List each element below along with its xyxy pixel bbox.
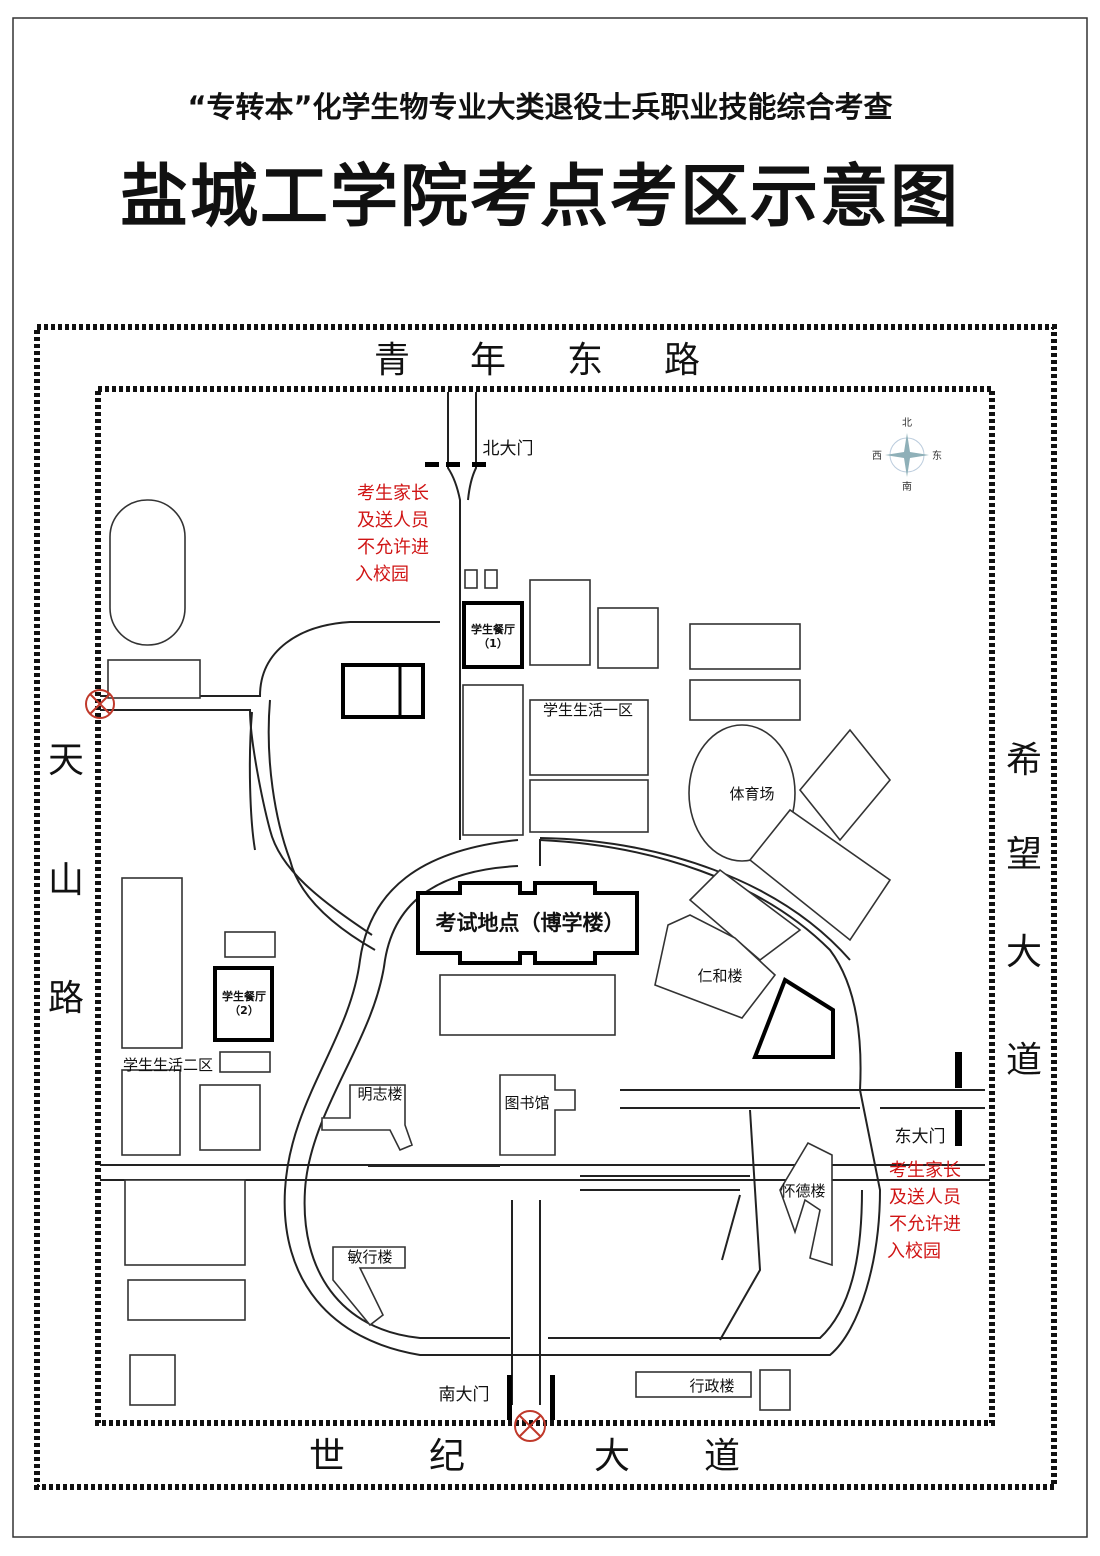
svg-text:（2）: （2） — [229, 1004, 259, 1017]
svg-text:北: 北 — [902, 417, 912, 429]
svg-text:仁和楼: 仁和楼 — [697, 967, 742, 985]
page-border — [12, 17, 1088, 1538]
building-east-bold — [752, 977, 835, 1059]
canteen-1: 学生餐厅 （1） — [462, 601, 524, 669]
stadium-label: 体育场 — [729, 785, 774, 803]
road-shiji-avenue: 世 纪 大 道 — [309, 1436, 740, 1477]
svg-text:路: 路 — [48, 978, 84, 1019]
svg-text:图书馆: 图书馆 — [504, 1094, 549, 1112]
campus-buildings — [107, 569, 892, 1411]
road-xiwang-avenue: 希 望 大 道 — [1006, 740, 1042, 1081]
map-title: 盐城工学院考点考区示意图 — [120, 158, 960, 237]
svg-text:入校园: 入校园 — [887, 1241, 941, 1262]
svg-text:及送人员: 及送人员 — [357, 510, 429, 531]
east-gate: 东大门 — [895, 1052, 962, 1147]
svg-text:望: 望 — [1006, 834, 1042, 875]
renhe-building: 仁和楼 — [654, 914, 777, 1019]
svg-text:大: 大 — [594, 1436, 630, 1477]
svg-text:东: 东 — [932, 449, 942, 462]
compass-icon: 北 南 西 东 — [872, 417, 942, 493]
dorm-area-1-label: 学生生活一区 — [543, 701, 633, 719]
mingzhi-building: 明志楼 — [321, 1084, 414, 1152]
north-gate: 北大门 — [425, 439, 534, 467]
svg-text:青: 青 — [374, 340, 410, 381]
svg-text:及送人员: 及送人员 — [889, 1187, 961, 1208]
svg-text:世: 世 — [309, 1436, 345, 1477]
svg-text:希: 希 — [1006, 740, 1042, 781]
svg-text:路: 路 — [664, 340, 700, 381]
library: 图书馆 — [499, 1074, 576, 1156]
svg-text:西: 西 — [872, 451, 882, 462]
canteen-2: 学生餐厅 （2） — [213, 966, 274, 1042]
svg-text:敏行楼: 敏行楼 — [347, 1248, 392, 1266]
stadium-track — [688, 724, 796, 862]
road-qingnian-east: 青 年 东 路 — [374, 340, 700, 381]
xingzheng-building: 行政楼 — [635, 1371, 752, 1398]
svg-text:入校园: 入校园 — [355, 564, 409, 585]
svg-text:考生家长: 考生家长 — [889, 1160, 961, 1181]
svg-text:明志楼: 明志楼 — [357, 1085, 402, 1103]
svg-text:道: 道 — [704, 1436, 740, 1477]
dorm-area-2-label: 学生生活二区 — [123, 1056, 213, 1074]
closed-gate-west-icon — [85, 689, 115, 719]
north-warning-text: 考生家长 及送人员 不允许进 入校园 — [355, 483, 429, 585]
east-warning-text: 考生家长 及送人员 不允许进 入校园 — [887, 1160, 961, 1262]
svg-text:北大门: 北大门 — [483, 439, 534, 459]
svg-text:考试地点（博学楼）: 考试地点（博学楼） — [436, 911, 625, 935]
svg-text:山: 山 — [48, 860, 84, 901]
sports-track-west — [109, 499, 186, 646]
svg-text:行政楼: 行政楼 — [689, 1377, 734, 1395]
svg-text:不允许进: 不允许进 — [357, 537, 429, 558]
exam-building-boxue: 考试地点（博学楼） — [416, 881, 639, 965]
south-gate: 南大门 — [439, 1375, 555, 1420]
svg-text:南: 南 — [902, 480, 912, 493]
campus-roads — [100, 392, 990, 1405]
svg-text:大: 大 — [1006, 932, 1042, 973]
svg-text:道: 道 — [1006, 1040, 1042, 1081]
svg-text:考生家长: 考生家长 — [357, 483, 429, 504]
map-subtitle: “专转本”化学生物专业大类退役士兵职业技能综合考查 — [187, 90, 892, 124]
minxing-building: 敏行楼 — [332, 1246, 406, 1327]
svg-text:天: 天 — [48, 740, 84, 781]
huaide-building: 怀德楼 — [779, 1141, 833, 1267]
svg-text:东: 东 — [567, 340, 603, 381]
svg-text:纪: 纪 — [429, 1436, 465, 1477]
svg-text:学生餐厅: 学生餐厅 — [471, 622, 515, 636]
svg-text:（1）: （1） — [478, 637, 508, 650]
outer-road-boundary — [34, 324, 1057, 1490]
svg-text:南大门: 南大门 — [439, 1385, 490, 1405]
svg-text:年: 年 — [470, 340, 506, 381]
svg-text:不允许进: 不允许进 — [889, 1214, 961, 1235]
svg-text:怀德楼: 怀德楼 — [780, 1182, 825, 1200]
svg-text:东大门: 东大门 — [895, 1127, 946, 1147]
road-tianshan: 天 山 路 — [48, 740, 84, 1019]
svg-text:学生餐厅: 学生餐厅 — [222, 989, 266, 1003]
closed-gate-south-icon — [514, 1410, 546, 1442]
